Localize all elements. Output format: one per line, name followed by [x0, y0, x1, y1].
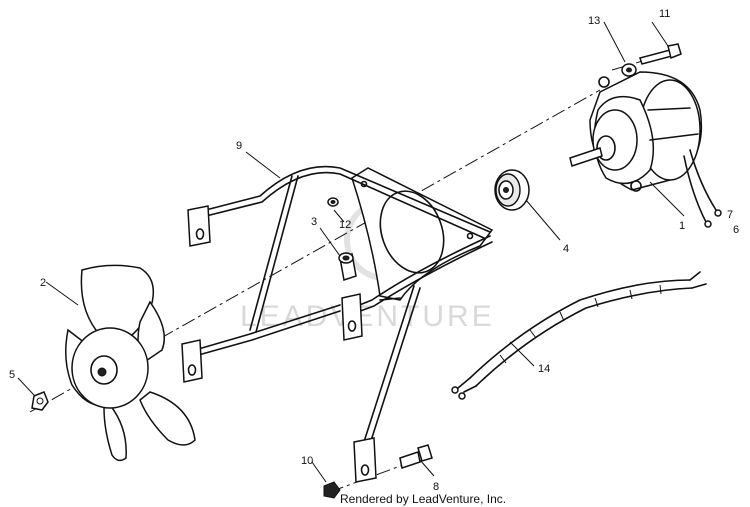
callout-3: 3 — [311, 216, 317, 228]
small-washer — [327, 197, 339, 207]
watermark-text: LEADVENTURE — [240, 300, 495, 333]
callout-2: 2 — [40, 277, 46, 289]
fan-hub — [494, 169, 530, 211]
leader-lines — [17, 21, 685, 483]
credit-text: Rendered by LeadVenture, Inc. — [340, 492, 506, 506]
callout-13: 13 — [588, 15, 600, 27]
spacer — [338, 252, 357, 281]
callout-6: 6 — [733, 224, 739, 236]
callout-8: 8 — [433, 481, 439, 493]
callout-12: 12 — [339, 219, 351, 231]
mount-bolt — [399, 444, 433, 469]
motor-washer — [621, 63, 637, 77]
motor-bolt — [639, 43, 682, 65]
fan-blade — [65, 264, 196, 462]
fan-nut — [31, 391, 49, 411]
callout-4: 4 — [563, 243, 569, 255]
callout-1: 1 — [679, 220, 685, 232]
callout-10: 10 — [301, 455, 313, 467]
callouts: 1 2 3 4 5 6 7 8 9 10 11 12 13 14 — [9, 8, 739, 493]
callout-14: 14 — [538, 363, 550, 375]
callout-11: 11 — [659, 8, 670, 20]
callout-9: 9 — [236, 140, 242, 152]
mount-nut — [323, 481, 341, 499]
wiring-harness — [451, 271, 707, 400]
mounting-bracket — [181, 165, 494, 483]
fan-motor — [569, 71, 722, 228]
callout-7: 7 — [727, 209, 733, 221]
callout-5: 5 — [9, 369, 15, 381]
